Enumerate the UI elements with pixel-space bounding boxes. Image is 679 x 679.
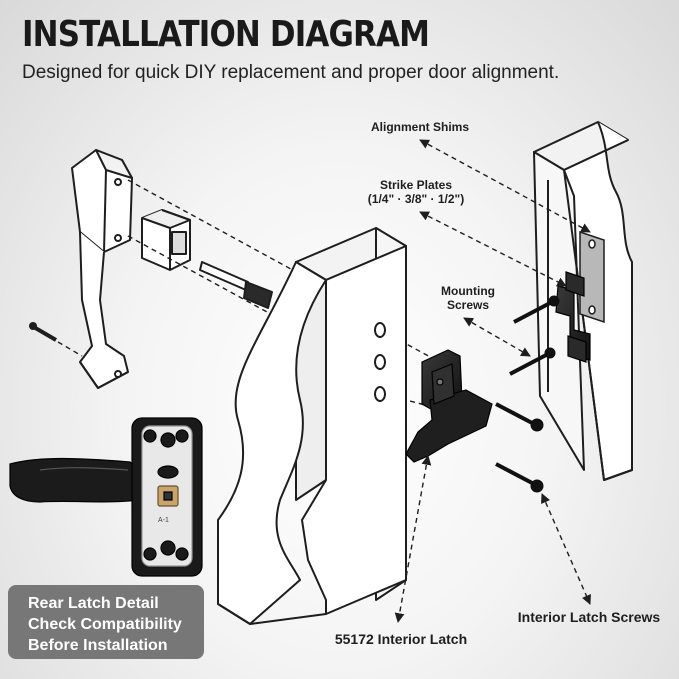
latch-plate-marking: A-1 (158, 517, 169, 524)
interior-latch-arrow (394, 455, 432, 623)
alignment-shims-label: Alignment Shims (370, 120, 469, 134)
alignment-shim (579, 230, 605, 324)
latch-cam (141, 209, 191, 271)
interior-latch (405, 349, 493, 463)
badge-line-2: Check Compatibility (28, 616, 182, 633)
interior-latch-screws (495, 402, 544, 493)
interior-latch-screws-label: Interior Latch Screws (517, 609, 661, 625)
callout-arrows (394, 139, 591, 623)
badge-line-3: Before Installation (28, 637, 168, 654)
page-subtitle: Designed for quick DIY replacement and p… (22, 62, 560, 83)
page-title: INSTALLATION DIAGRAM (22, 14, 430, 55)
exterior-screw-icon (29, 322, 58, 342)
rear-latch-badge: Rear Latch Detail Check Compatibility Be… (8, 585, 204, 659)
strike-plates-label: Strike Plates (1/4" · 3/8" · 1/2") (367, 178, 465, 206)
spindle (199, 261, 273, 309)
interior-latch-screws-arrow (541, 493, 591, 605)
badge-line-1: Rear Latch Detail (28, 595, 159, 612)
exterior-handle (71, 149, 133, 389)
strike-plate-arrow (419, 211, 567, 287)
mounting-screws-arrow (463, 317, 531, 357)
interior-latch-label: 55172 Interior Latch (334, 631, 468, 647)
rear-latch-detail (9, 417, 203, 577)
strike-plate (555, 271, 591, 363)
mounting-screws-label: Mounting Screws (441, 284, 495, 312)
